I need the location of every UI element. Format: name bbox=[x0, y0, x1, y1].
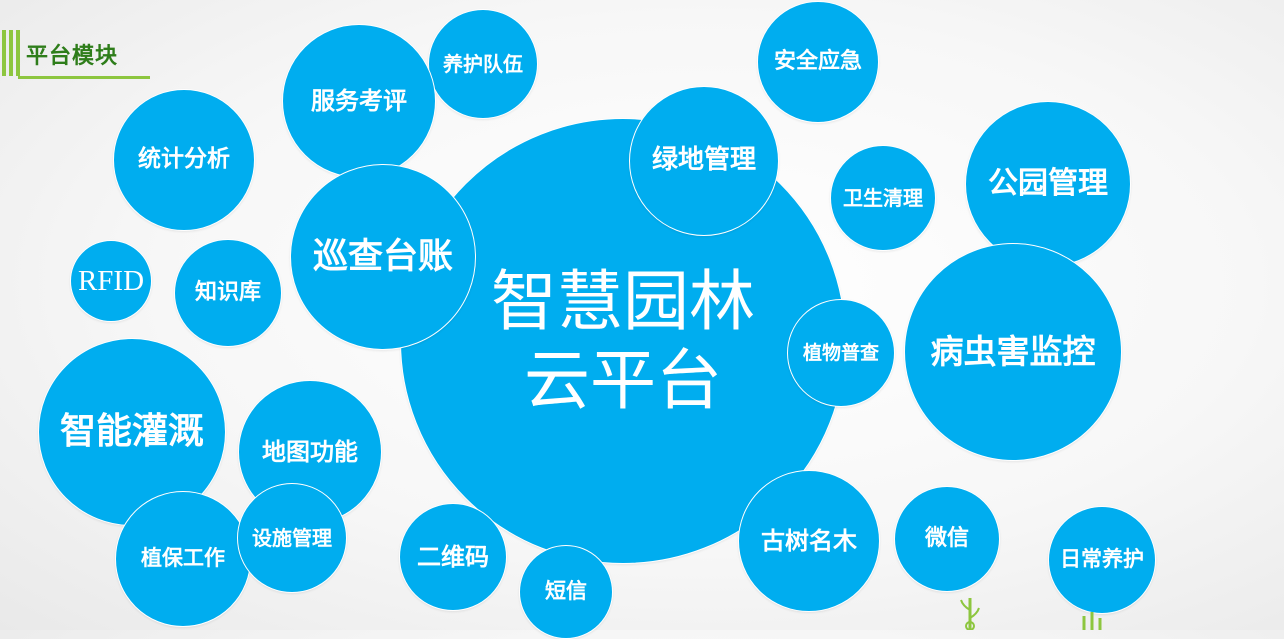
bubble-label: 植物普查 bbox=[802, 341, 879, 364]
bubble-label: 地图功能 bbox=[262, 437, 358, 466]
bubble-tongji-fenxi[interactable]: 统计分析 bbox=[113, 89, 255, 231]
plant-sprout-icon bbox=[960, 598, 980, 630]
bubble-richang-yanghu[interactable]: 日常养护 bbox=[1048, 506, 1156, 614]
bubble-sheshi-guanli[interactable]: 设施管理 bbox=[237, 483, 347, 593]
bubble-fuwu-kaoping[interactable]: 服务考评 bbox=[282, 24, 436, 178]
header-accent-bars bbox=[0, 30, 22, 76]
bubble-label: 知识库 bbox=[194, 279, 261, 305]
bubble-label: 微信 bbox=[924, 525, 969, 551]
bubble-anquan-yingji[interactable]: 安全应急 bbox=[757, 1, 879, 123]
header-underline bbox=[18, 76, 150, 79]
bubble-label: 病虫害监控 bbox=[930, 332, 1096, 372]
bubble-label: 植保工作 bbox=[141, 546, 225, 571]
bubble-label: 短信 bbox=[545, 579, 587, 604]
section-header: 平台模块 bbox=[0, 28, 150, 80]
bubble-lvdi-guanli[interactable]: 绿地管理 bbox=[629, 86, 779, 236]
bubble-label: 二维码 bbox=[417, 542, 489, 571]
bubble-label: 服务考评 bbox=[311, 86, 407, 115]
bubble-label: 巡查台账 bbox=[312, 237, 453, 277]
bubble-label: 安全应急 bbox=[773, 48, 862, 74]
bubble-zhiwu-pucha[interactable]: 植物普查 bbox=[787, 299, 895, 407]
center-title-line1: 智慧园林 bbox=[491, 262, 755, 340]
plant-sprout-icon bbox=[1082, 612, 1102, 630]
page-title: 平台模块 bbox=[26, 43, 119, 68]
bubble-gongyuan-guanli[interactable]: 公园管理 bbox=[965, 101, 1131, 267]
bubble-weixin[interactable]: 微信 bbox=[894, 486, 1000, 592]
bubble-label: 日常养护 bbox=[1060, 547, 1144, 572]
bubble-duanxin[interactable]: 短信 bbox=[519, 545, 613, 639]
bubble-label: 养护队伍 bbox=[443, 52, 523, 76]
bubble-zhibao-gongzuo[interactable]: 植保工作 bbox=[115, 491, 251, 627]
bubble-label: 设施管理 bbox=[252, 526, 332, 550]
bubble-bingchonghai-jiankong[interactable]: 病虫害监控 bbox=[904, 243, 1122, 461]
bubble-label: 智能灌溉 bbox=[59, 411, 204, 453]
bubble-weisheng-qingli[interactable]: 卫生清理 bbox=[830, 145, 936, 251]
bubble-label: 古树名木 bbox=[761, 526, 857, 555]
bubble-xuncha-taizhang[interactable]: 巡查台账 bbox=[290, 164, 476, 350]
bubble-gushu-mingmu[interactable]: 古树名木 bbox=[738, 470, 880, 612]
bubble-yanghu-duiwu[interactable]: 养护队伍 bbox=[428, 9, 538, 119]
center-title-line2: 云平台 bbox=[524, 342, 722, 419]
bubble-rfid[interactable]: RFID bbox=[70, 240, 152, 322]
bubble-label: 卫生清理 bbox=[843, 186, 923, 210]
bubble-zhishiku[interactable]: 知识库 bbox=[174, 239, 282, 347]
bubble-erweima[interactable]: 二维码 bbox=[399, 503, 507, 611]
bubble-label: 统计分析 bbox=[138, 146, 230, 173]
bubble-label: 公园管理 bbox=[988, 166, 1108, 201]
bubble-label: 绿地管理 bbox=[651, 145, 756, 176]
bubble-label: RFID bbox=[77, 264, 145, 297]
